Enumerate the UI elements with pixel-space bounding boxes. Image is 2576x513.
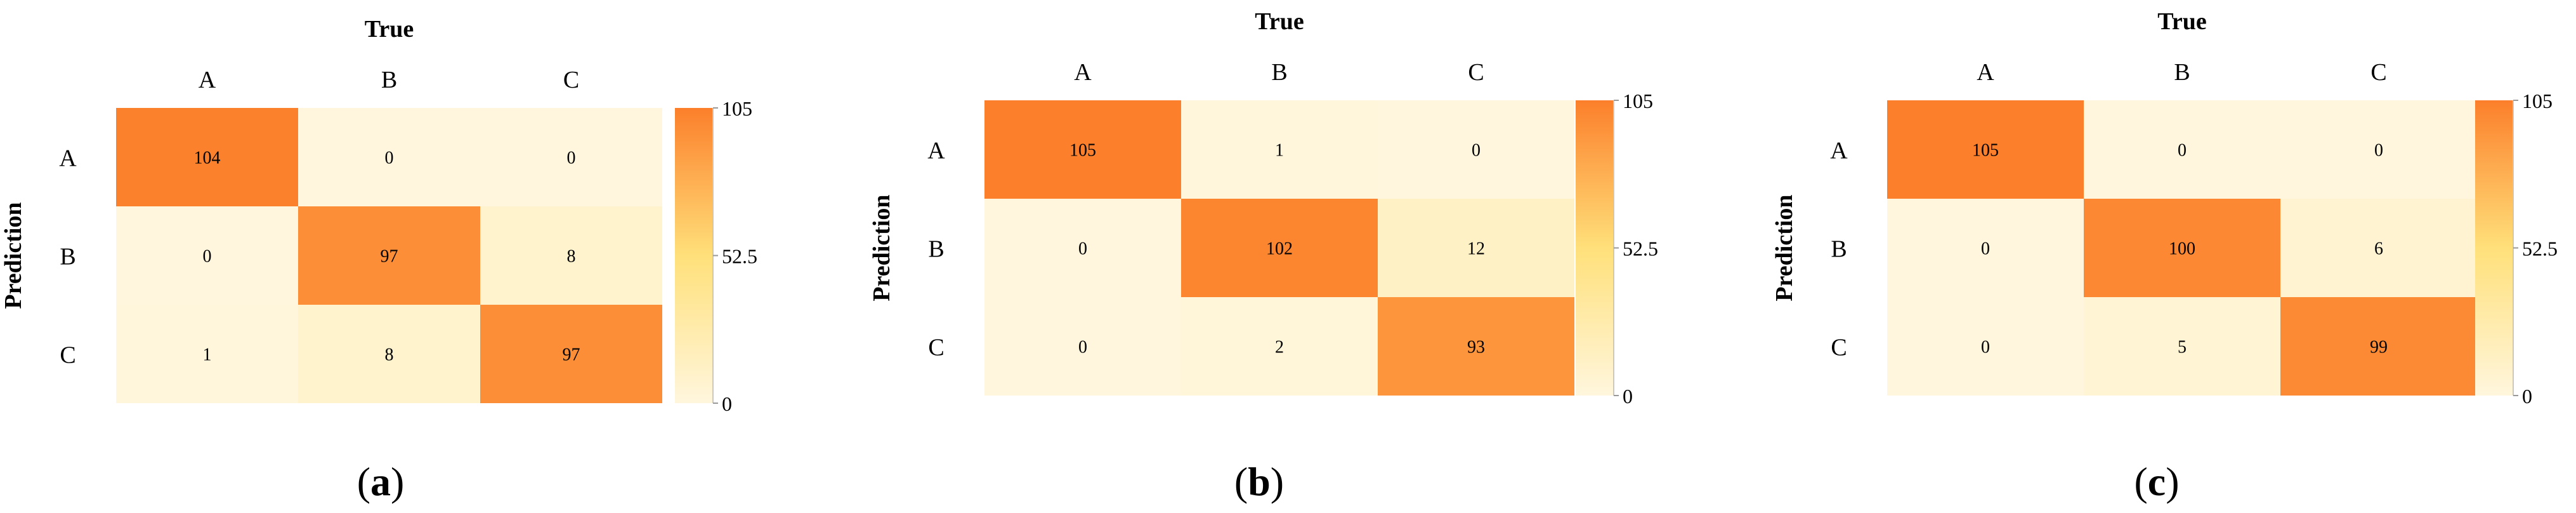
- y-axis-title: Prediction: [868, 194, 895, 301]
- heatmap-cell: [480, 206, 662, 305]
- y-tick-label: A: [59, 145, 77, 172]
- y-tick-label: A: [1830, 138, 1848, 164]
- colorbar: [1576, 100, 1614, 396]
- cell-value-label: 5: [2178, 338, 2187, 357]
- x-tick-label: A: [1977, 59, 1994, 86]
- x-axis-title: True: [1255, 8, 1304, 35]
- cell-value-label: 0: [1472, 141, 1481, 161]
- cell-value-label: 97: [381, 247, 398, 267]
- y-tick-label: B: [928, 236, 944, 263]
- heatmap-cell: [1887, 100, 2084, 199]
- y-tick-label: B: [60, 244, 75, 270]
- panel-label: (a): [357, 459, 405, 504]
- colorbar-tick-label: 52.5: [2522, 237, 2558, 260]
- heatmap-cell: [1887, 297, 2084, 396]
- cell-value-label: 0: [1078, 239, 1087, 259]
- heatmap-cell: [984, 199, 1181, 297]
- heatmap-cell: [480, 305, 662, 403]
- cell-value-label: 1: [1275, 141, 1284, 161]
- cell-value-label: 0: [385, 149, 394, 168]
- x-tick-label: B: [381, 67, 397, 93]
- x-axis-title: True: [2157, 8, 2206, 35]
- y-axis-title: Prediction: [0, 202, 27, 309]
- y-tick-label: C: [1831, 335, 1847, 361]
- x-tick-label: C: [563, 67, 579, 93]
- heatmap-cell: [1378, 100, 1574, 199]
- heatmap-cell: [116, 305, 298, 403]
- cell-value-label: 100: [2169, 239, 2195, 259]
- cell-value-label: 0: [203, 247, 212, 267]
- heatmap-cell: [298, 206, 480, 305]
- colorbar-tick-label: 105: [2522, 90, 2553, 112]
- colorbar: [675, 108, 713, 403]
- heatmap-cell: [1887, 199, 2084, 297]
- cell-value-label: 93: [1467, 338, 1485, 357]
- colorbar-tick-label: 105: [722, 97, 752, 120]
- heatmap-cell: [2084, 297, 2280, 396]
- heatmap-cell: [2280, 100, 2477, 199]
- colorbar-tick-label: 0: [1623, 385, 1633, 408]
- cell-value-label: 12: [1467, 239, 1485, 259]
- cell-value-label: 0: [567, 149, 576, 168]
- y-tick-label: A: [927, 138, 945, 164]
- y-tick-label: C: [928, 335, 944, 361]
- cell-value-label: 6: [2374, 239, 2383, 259]
- heatmap-cell: [984, 100, 1181, 199]
- cell-value-label: 8: [385, 345, 394, 365]
- x-axis-title: True: [365, 16, 414, 43]
- cell-value-label: 99: [2370, 338, 2388, 357]
- heatmap-cell: [298, 305, 480, 403]
- colorbar-tick-label: 0: [722, 392, 732, 415]
- heatmap-cell: [1181, 199, 1378, 297]
- y-tick-label: C: [60, 342, 75, 369]
- heatmap-cell: [1378, 199, 1574, 297]
- colorbar-tick-label: 105: [1623, 90, 1653, 112]
- x-tick-label: A: [199, 67, 216, 93]
- x-tick-label: B: [2174, 59, 2190, 86]
- heatmap-cell: [1181, 297, 1378, 396]
- cell-value-label: 2: [1275, 338, 1284, 357]
- heatmap-cell: [480, 108, 662, 206]
- cell-value-label: 0: [1981, 239, 1990, 259]
- cell-value-label: 104: [194, 149, 221, 168]
- panel-label: (c): [2134, 459, 2179, 504]
- cell-value-label: 105: [1069, 141, 1096, 161]
- heatmap-cell: [116, 108, 298, 206]
- heatmap-cell: [2280, 199, 2477, 297]
- cell-value-label: 97: [563, 345, 580, 365]
- x-tick-label: B: [1271, 59, 1287, 86]
- cell-value-label: 0: [2374, 141, 2383, 161]
- heatmap-cell: [2280, 297, 2477, 396]
- cell-value-label: 1: [203, 345, 212, 365]
- cell-value-label: 102: [1266, 239, 1293, 259]
- cell-value-label: 105: [1972, 141, 1999, 161]
- y-axis-title: Prediction: [1771, 194, 1798, 301]
- heatmap-cell: [1378, 297, 1574, 396]
- heatmap-cell: [298, 108, 480, 206]
- colorbar-tick-label: 52.5: [722, 245, 757, 268]
- cell-value-label: 0: [1078, 338, 1087, 357]
- heatmap-cell: [2084, 100, 2280, 199]
- heatmap-cell: [1181, 100, 1378, 199]
- colorbar-tick-label: 52.5: [1623, 237, 1658, 260]
- cell-value-label: 8: [567, 247, 576, 267]
- cell-value-label: 0: [1981, 338, 1990, 357]
- heatmap-cell: [984, 297, 1181, 396]
- colorbar: [2475, 100, 2513, 396]
- heatmap-cell: [116, 206, 298, 305]
- panel-label: (b): [1234, 459, 1284, 504]
- heatmap-cell: [2084, 199, 2280, 297]
- x-tick-label: A: [1074, 59, 1092, 86]
- colorbar-tick-label: 0: [2522, 385, 2532, 408]
- x-tick-label: C: [1468, 59, 1484, 86]
- cell-value-label: 0: [2178, 141, 2187, 161]
- y-tick-label: B: [1831, 236, 1847, 263]
- x-tick-label: C: [2370, 59, 2386, 86]
